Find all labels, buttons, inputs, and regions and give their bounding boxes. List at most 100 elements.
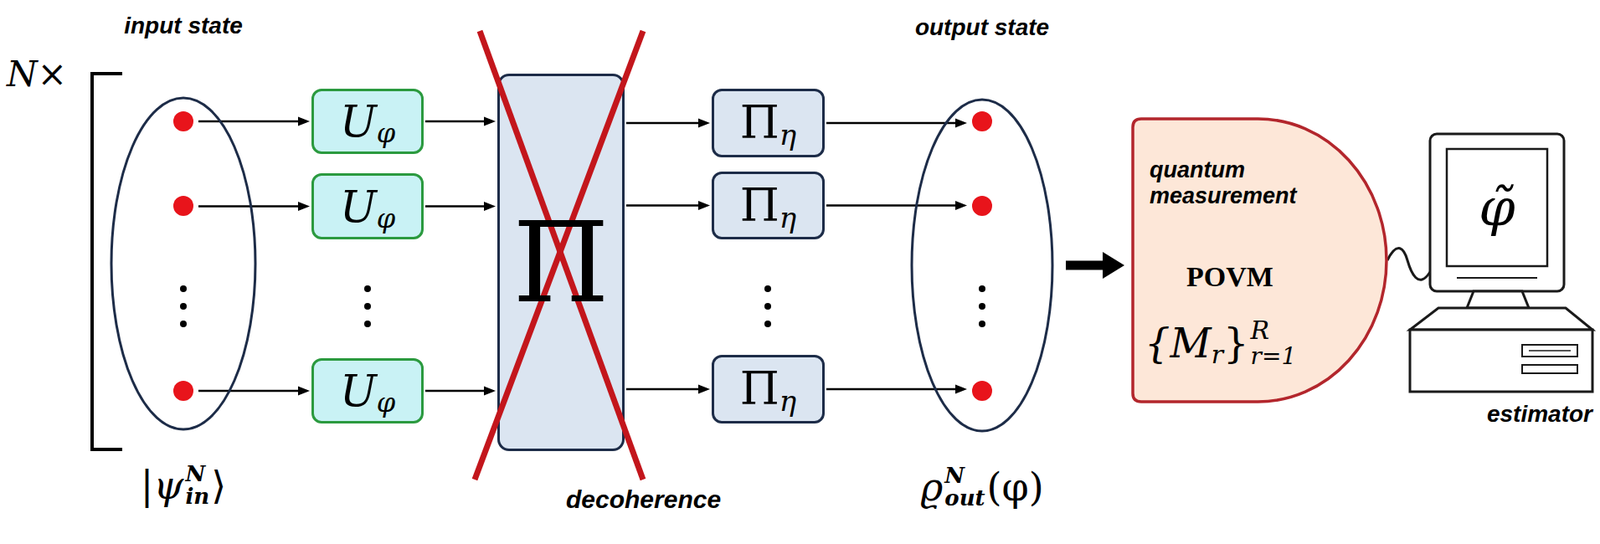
measurement-box: quantum measurementPOVM {Mr}Rr=1 <box>1131 117 1389 404</box>
operation-box: Π <box>497 73 625 452</box>
arrow-head <box>483 117 496 127</box>
operator-subscript: η <box>779 203 797 232</box>
box-content: Uφ <box>313 91 422 152</box>
superscript: N <box>185 463 206 486</box>
operation-box: Πη <box>711 171 825 240</box>
measurement-heading: quantum measurement <box>1149 157 1343 210</box>
operator-symbol: Π <box>740 100 780 146</box>
formula-wrap: {Mr}Rr=1 <box>1144 316 1297 371</box>
superscript: R <box>1250 316 1271 345</box>
computer-icon <box>1406 132 1596 396</box>
operator-symbol: Π <box>512 207 609 319</box>
operation-box: Uφ <box>311 173 424 240</box>
arrow-line <box>826 388 958 391</box>
arrow-head <box>955 200 968 211</box>
operator-symbol: Π <box>740 183 780 229</box>
index-stack: Nin <box>185 463 210 510</box>
operator-subscript: η <box>779 120 797 150</box>
arrow-head <box>955 385 968 395</box>
operation-box: Πη <box>711 354 825 424</box>
arrow-connector <box>826 200 968 211</box>
arrow-connector <box>826 385 968 395</box>
arrow-line <box>425 205 487 208</box>
subscript: in <box>185 485 210 509</box>
arrow-connector <box>1065 252 1125 279</box>
heading-wrap: input state <box>51 12 316 40</box>
arrow-connector <box>626 385 710 395</box>
math-symbol: } <box>1223 323 1250 364</box>
arrow-line <box>626 204 701 207</box>
operator-symbol: U <box>339 99 377 144</box>
arrow-line <box>826 204 958 207</box>
operation-box: Uφ <box>311 88 424 155</box>
cross-line <box>479 30 644 480</box>
heading-wrap: quantum measurement <box>1149 157 1343 210</box>
math-symbol: |ψ <box>140 466 185 505</box>
povm-label: POVM <box>1186 261 1274 293</box>
label-wrap: decoherence <box>565 485 721 514</box>
subscript: r=1 <box>1250 344 1297 371</box>
arrow-line <box>425 390 487 393</box>
superscript: N <box>944 464 965 488</box>
ellipse-outline <box>910 97 1055 433</box>
arrow-connector <box>626 200 710 211</box>
screen <box>1446 149 1548 267</box>
subscript: r <box>1211 342 1224 368</box>
computer-node: φ̃estimator <box>1406 132 1596 396</box>
arrow-head <box>483 201 496 211</box>
arrow-head <box>298 117 310 127</box>
arrow-line <box>198 390 301 393</box>
arrow-head <box>698 200 710 211</box>
arrow-connector <box>198 386 310 397</box>
bracket <box>92 73 123 450</box>
math-symbol: ϱ <box>920 468 943 507</box>
arrow-line <box>198 205 301 208</box>
arrow-line <box>826 122 958 125</box>
index-stack: Rr=1 <box>1250 316 1297 371</box>
arrow-line <box>626 122 701 125</box>
operator-symbol: U <box>339 369 377 413</box>
arrow-connector <box>1387 248 1431 281</box>
operator-symbol: U <box>339 185 377 229</box>
math-symbol: {M <box>1144 323 1212 364</box>
operation-box: Πη <box>711 88 825 158</box>
arrow-connector <box>626 118 710 129</box>
arrow-head <box>955 118 968 129</box>
arrow-head <box>1102 252 1125 279</box>
arrow-head <box>298 386 310 397</box>
case-front <box>1409 329 1593 392</box>
index-stack: Nout <box>944 464 985 511</box>
screen-wrap: φ̃ <box>1446 149 1548 267</box>
arrow-connector <box>425 201 496 211</box>
drive-slot <box>1522 365 1578 374</box>
state-heading: output state <box>915 14 1050 41</box>
monitor-detail <box>1456 277 1538 279</box>
drive-slot <box>1522 344 1578 357</box>
count-label: N× <box>6 53 67 95</box>
arrow-connector <box>425 117 496 127</box>
operator-subscript: φ <box>376 205 396 232</box>
box-content: Πη <box>714 174 823 237</box>
math-symbol: (φ) <box>987 468 1045 507</box>
drive-detail <box>1528 349 1571 352</box>
arrow-line <box>425 120 487 124</box>
arrow-line <box>626 388 701 391</box>
caption-wrap: estimator <box>1486 401 1593 428</box>
state-heading: input state <box>123 12 243 39</box>
operation-box: Uφ <box>311 358 424 424</box>
monitor <box>1430 133 1564 292</box>
arrow-head <box>483 386 496 397</box>
arrow-line <box>1065 261 1107 271</box>
cable-line <box>1387 248 1431 281</box>
box-content: Π <box>499 76 623 449</box>
box-content: Πη <box>714 91 823 155</box>
arrow-head <box>298 201 310 211</box>
state-ellipse: input state|ψNin⟩ <box>109 96 258 432</box>
estimate-symbol: φ̃ <box>1478 181 1515 234</box>
arrow-connector <box>425 386 496 397</box>
arrow-line <box>198 120 301 124</box>
case-top <box>1409 308 1593 330</box>
label-wrap: N× <box>6 55 67 94</box>
heading-wrap: output state <box>851 14 1113 42</box>
povm-wrap: POVM <box>1131 261 1329 293</box>
